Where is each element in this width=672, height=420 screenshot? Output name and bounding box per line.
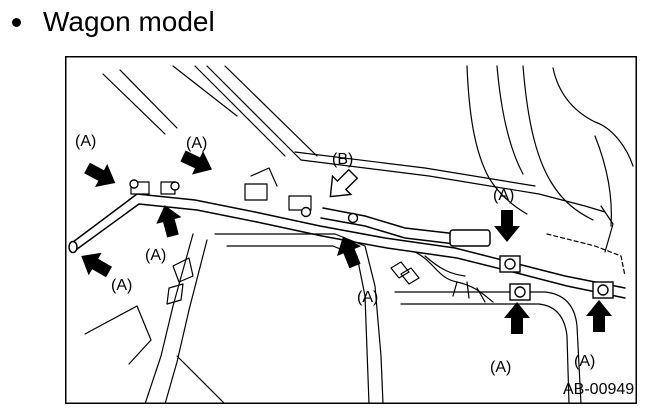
inflator-body: [449, 229, 491, 247]
clip-part: [400, 267, 420, 285]
callout-label-a: (A): [490, 359, 511, 376]
bracket-outline: [600, 205, 614, 253]
trim-edge: [214, 233, 384, 404]
bolt: [597, 284, 609, 296]
arrow-icon: [81, 252, 112, 278]
arrow-icon: [504, 302, 530, 334]
pillar-outline: [466, 65, 528, 215]
callout-label-a: (A): [493, 187, 514, 204]
arrow-icon: [586, 300, 612, 332]
callout-label-a: (A): [186, 135, 207, 152]
roof-edge: [294, 151, 536, 187]
arrow-icon: [336, 236, 362, 269]
diagram-figure: (A) (A) (A) (A) (A) (A) (A) (A) (B) AB-0…: [65, 56, 637, 404]
wire-harness: [452, 281, 486, 303]
clip-part: [166, 283, 184, 305]
section-heading: Wagon model: [8, 2, 215, 42]
rail-bracket: [244, 183, 268, 201]
vehicle-linework: [68, 65, 634, 404]
heading-text: Wagon model: [43, 6, 215, 37]
roof-line: [102, 73, 166, 135]
roof-line: [119, 69, 178, 129]
figure-id: AB-00949: [563, 381, 634, 398]
clip-part: [390, 261, 410, 279]
roof-line: [224, 65, 318, 157]
pillar-outline: [594, 135, 612, 227]
arrow-icon: [84, 162, 116, 187]
inflator-hose: [320, 217, 456, 245]
wire-harness: [424, 255, 466, 277]
rail-end-cap: [68, 240, 78, 254]
arrow-icon: [180, 150, 213, 175]
bolt: [129, 179, 139, 189]
bolt: [514, 286, 526, 298]
bolt: [347, 212, 359, 224]
roof-line: [206, 65, 302, 161]
arrow-icon: [156, 205, 182, 238]
roof-line: [172, 65, 238, 117]
pillar-panel: [176, 355, 226, 404]
arrow-icon: [494, 210, 520, 242]
bolt: [300, 206, 312, 218]
pillar-panel: [144, 233, 194, 404]
clip-part: [172, 257, 194, 283]
rail-bracket: [288, 195, 312, 211]
diagram-svg: (A) (A) (A) (A) (A) (A) (A) (A) (B) AB-0…: [65, 56, 637, 404]
curtain-rail: [72, 193, 626, 289]
bolts: [129, 179, 614, 301]
pillar-outline: [538, 193, 606, 213]
pillar-outline: [552, 67, 634, 167]
callout-label-a: (A): [357, 289, 378, 306]
callout-label-a: (A): [111, 277, 132, 294]
figure-frame: [65, 56, 637, 404]
trim-edge: [400, 303, 570, 404]
pillar-panel: [84, 305, 152, 365]
pillar-outline: [496, 65, 524, 175]
trim-edge: [394, 291, 582, 404]
callout-label-a: (A): [145, 247, 166, 264]
bolt: [504, 258, 516, 270]
bullet-icon: [12, 17, 21, 27]
bolt: [170, 181, 180, 191]
dashed-boundary: [546, 233, 626, 277]
rail-bracket: [250, 167, 278, 187]
callout-label-a: (A): [75, 133, 96, 150]
pillar-panel: [164, 239, 208, 404]
roof-line: [194, 65, 286, 157]
roof-edge: [300, 159, 540, 195]
callout-label-b: (B): [332, 151, 353, 168]
callout-label-a: (A): [574, 353, 595, 370]
callout-arrows: [81, 150, 612, 334]
arrow-outline-icon: [329, 168, 359, 198]
pillar-outline: [522, 65, 594, 221]
